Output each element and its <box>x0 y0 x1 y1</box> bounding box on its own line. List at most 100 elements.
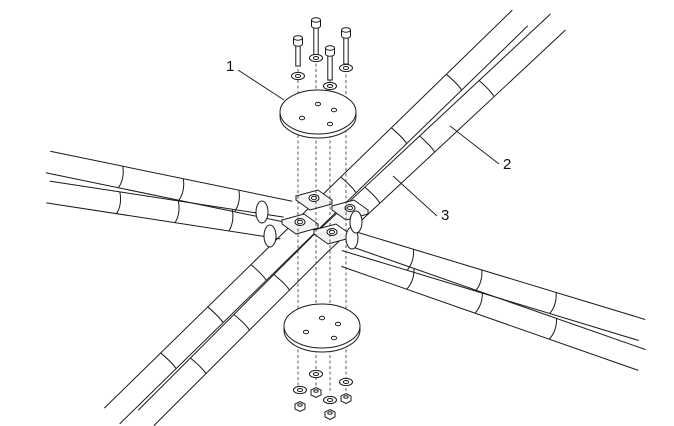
tube-collar-3 <box>349 210 363 234</box>
sleeve-seam <box>190 357 207 374</box>
leader-2 <box>449 125 500 165</box>
leader-1 <box>237 69 285 101</box>
sleeve-seam <box>364 186 381 204</box>
sleeve-seam <box>391 127 408 144</box>
bottom-washer-2 <box>309 369 323 379</box>
plate-hole-0 <box>298 115 306 121</box>
bolt-head-top <box>325 45 335 51</box>
clamp-plates <box>279 89 361 353</box>
tube-edge <box>49 180 284 218</box>
washer-inner <box>294 74 302 78</box>
nut-2 <box>310 386 322 399</box>
tube-edge <box>312 13 551 237</box>
sleeve-seam <box>117 166 124 189</box>
saddle-block-right <box>330 199 370 221</box>
bolt-head-side <box>341 30 351 36</box>
tube-left-b <box>46 180 284 240</box>
center-joint <box>255 189 370 250</box>
bottom-washer-3 <box>339 377 353 387</box>
bolt-shank <box>295 43 301 67</box>
plate-hole-2 <box>334 321 342 327</box>
saddle-plate-edge <box>295 196 333 211</box>
saddle-block-left <box>280 213 320 235</box>
sleeve-seam <box>419 135 436 153</box>
tube-edge <box>153 251 329 426</box>
sleeve-seam <box>207 306 224 323</box>
tube-edge <box>291 9 513 225</box>
sleeve-seam <box>478 80 495 97</box>
plate-hole-2 <box>330 107 338 113</box>
top-clamp-plate <box>279 89 357 139</box>
nut-1 <box>294 400 306 413</box>
callout-1: 1 <box>226 58 234 75</box>
tube-edge <box>348 245 646 351</box>
saddle-block-bottom <box>312 223 352 245</box>
bolt-head-top <box>341 27 351 33</box>
tube-right-a <box>341 228 646 342</box>
sleeve-seam <box>116 191 122 214</box>
sleeve-seam <box>548 318 558 340</box>
sleeve-seam <box>406 249 415 271</box>
bottom-washer-1 <box>293 385 307 395</box>
sleeve-seam <box>273 274 290 291</box>
bolt-3 <box>293 35 303 67</box>
bolt-4 <box>325 45 335 81</box>
tube-edge <box>45 172 288 224</box>
sleeve-seam <box>474 292 483 314</box>
saddle-bolt-hole-inner <box>329 229 335 235</box>
top-washer-1 <box>309 53 323 63</box>
nut-hole <box>327 411 333 415</box>
tube-edge <box>103 223 293 409</box>
bolt-head-top <box>311 17 321 23</box>
saddle-bolt-hole <box>294 218 306 226</box>
tube-right-b <box>341 245 646 371</box>
saddle-plate-edge <box>281 220 319 235</box>
saddle-bolt-hole-inner <box>297 219 303 225</box>
washer-inner <box>312 372 320 376</box>
nut-4 <box>324 408 336 421</box>
nut-hole <box>313 389 319 393</box>
bottom-washer-4 <box>323 395 337 405</box>
tube-collar-1 <box>263 224 277 248</box>
bolt-head-side <box>311 20 321 26</box>
bolt-1 <box>311 17 321 57</box>
nut-3 <box>340 392 352 405</box>
top-washer-3 <box>291 71 305 81</box>
bolt-2 <box>341 27 351 65</box>
tube-edge <box>46 202 281 240</box>
tube-edge <box>348 228 646 320</box>
tube-edge <box>137 235 313 411</box>
tube-edge <box>327 29 566 253</box>
washer-inner <box>342 66 350 70</box>
sleeve-seam <box>250 264 267 281</box>
bolt-shank <box>343 35 349 65</box>
tube-edge <box>50 150 293 202</box>
tube-array <box>45 9 646 426</box>
bolt-head-side <box>293 38 303 44</box>
tube-collar-0 <box>255 200 269 224</box>
saddle-block-top <box>294 189 334 211</box>
callout-leader-lines <box>237 69 500 217</box>
sleeve-seam <box>234 190 240 213</box>
washer-inner <box>296 388 304 392</box>
leader-3 <box>392 175 438 217</box>
top-washer-4 <box>323 81 337 91</box>
bolt-shank <box>313 25 319 57</box>
sleeve-seam <box>549 292 557 314</box>
plate-hole-3 <box>326 121 334 127</box>
sleeve-seam <box>406 268 415 290</box>
tube-upper-right-b <box>312 13 566 253</box>
sleeve-seam <box>178 178 185 201</box>
bolt-shank <box>327 53 333 81</box>
tube-left-a <box>45 150 293 224</box>
sleeve-seam <box>475 269 483 292</box>
bottom-clamp-plate <box>283 303 361 353</box>
plate-hole-1 <box>314 101 322 107</box>
tube-lower-left-b <box>137 235 329 426</box>
plate-hole-1 <box>318 315 326 321</box>
tube-lower-left-a <box>103 223 309 425</box>
sleeve-seam <box>160 352 177 369</box>
washer-inner <box>326 398 334 402</box>
washer-inner <box>326 84 334 88</box>
